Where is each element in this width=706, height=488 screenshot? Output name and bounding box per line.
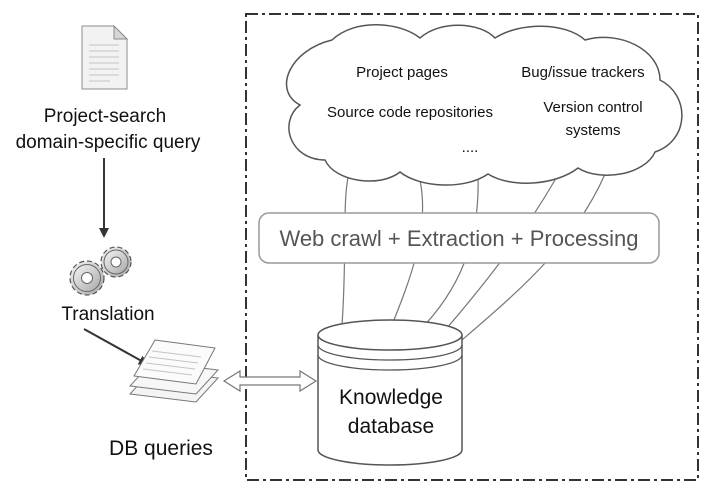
translation-label: Translation bbox=[61, 304, 154, 325]
pipeline-label: Web crawl + Extraction + Processing bbox=[279, 226, 638, 251]
source-project-pages: Project pages bbox=[356, 64, 448, 81]
gears-icon bbox=[69, 246, 132, 296]
source-vcs-line2: systems bbox=[565, 122, 620, 139]
data-sources-cloud bbox=[285, 24, 683, 186]
database-label-line1: Knowledge bbox=[339, 386, 443, 409]
source-code-repositories: Source code repositories bbox=[327, 104, 493, 121]
document-icon bbox=[81, 24, 129, 90]
db-queries-label: DB queries bbox=[109, 437, 213, 460]
source-ellipsis: .... bbox=[462, 139, 479, 156]
document-stack-icon bbox=[128, 339, 220, 403]
source-bug-trackers: Bug/issue trackers bbox=[521, 64, 644, 81]
translation-to-queries-arrow bbox=[83, 328, 149, 365]
system-boundary bbox=[245, 13, 699, 481]
database-label-line2: database bbox=[348, 415, 434, 438]
query-label-line1: Project-search bbox=[44, 106, 167, 127]
database-cylinder-icon bbox=[317, 319, 463, 466]
source-vcs-line1: Version control bbox=[543, 99, 642, 116]
query-label-line2: domain-specific query bbox=[16, 132, 201, 153]
queries-database-double-arrow bbox=[222, 369, 318, 393]
pipeline-box bbox=[258, 212, 660, 264]
